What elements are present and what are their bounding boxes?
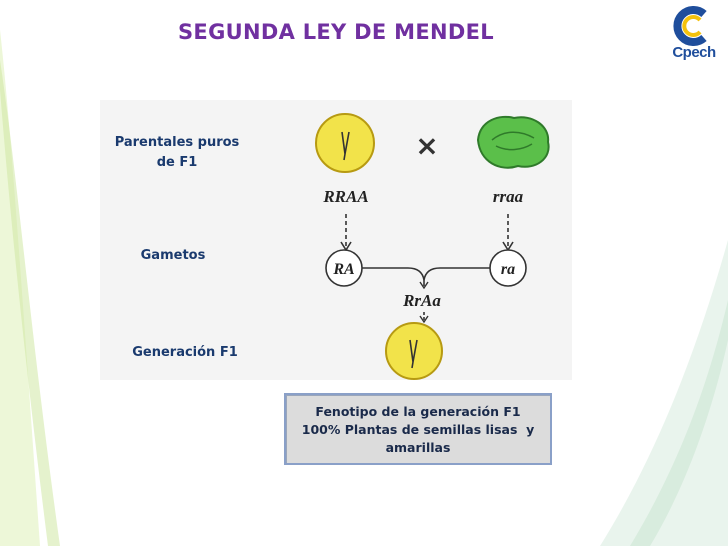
caption-line2: 100% Plantas de semillas lisas y [301, 422, 535, 437]
yellow-seed-parent [315, 113, 375, 173]
genotype-parent1: RRAA [322, 187, 368, 206]
cpech-logo: Cpech [664, 6, 724, 70]
caption-line3: amarillas [385, 440, 451, 455]
slide-title: SEGUNDA LEY DE MENDEL [178, 20, 494, 44]
cross-symbol: × [415, 129, 438, 162]
label-parentales-line1: Parentales puros [114, 135, 240, 150]
phenotype-caption-box: Fenotipo de la generación F1 100% Planta… [284, 393, 552, 465]
label-generacion: Generación F1 [132, 345, 238, 360]
label-gametos: Gametos [140, 248, 206, 263]
phenotype-caption: Fenotipo de la generación F1 100% Planta… [286, 403, 550, 457]
cross-diagram: × RRAA rraa RA ra RrAa [315, 113, 550, 380]
gamete-parent1: RA [332, 261, 355, 278]
label-parentales-line2: de F1 [156, 155, 198, 170]
logo-text: Cpech [672, 44, 716, 61]
genotype-offspring: RrAa [402, 291, 441, 310]
gamete-parent2: ra [501, 261, 515, 278]
green-seed-parent [476, 115, 550, 169]
yellow-seed-f1 [385, 322, 443, 380]
label-parentales: Parentales puros de F1 [108, 133, 246, 173]
caption-line1: Fenotipo de la generación F1 [315, 404, 521, 419]
genotype-parent2: rraa [493, 187, 524, 206]
